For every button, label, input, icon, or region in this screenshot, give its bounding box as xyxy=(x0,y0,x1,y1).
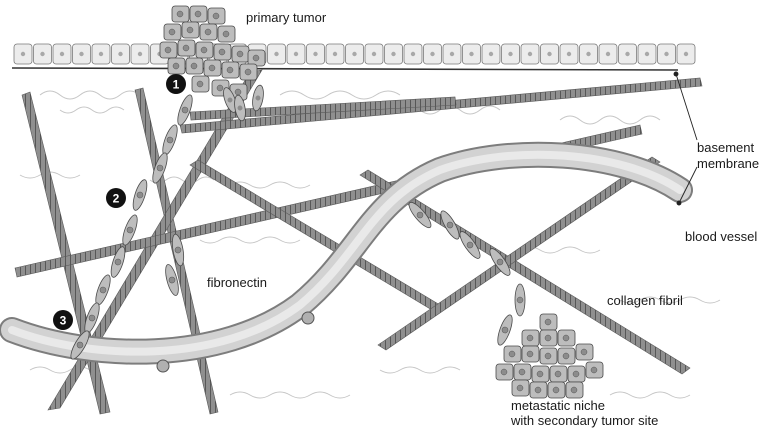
metastatic-niche-label-line2: with secondary tumor site xyxy=(510,413,658,428)
tumor-cell xyxy=(190,6,207,22)
blood-vessel-label: blood vessel xyxy=(685,229,757,244)
secondary-tumor-cell xyxy=(532,366,549,382)
membrane-cell xyxy=(463,44,481,64)
metastatic-niche-label-line1: metastatic niche xyxy=(511,398,605,413)
membrane-cell xyxy=(443,44,461,64)
secondary-tumor-cell xyxy=(512,380,529,396)
collagen-fibril-label: collagen fibril xyxy=(607,293,683,308)
membrane-cell xyxy=(131,44,149,64)
step-2-number: 2 xyxy=(113,192,120,206)
membrane-cell xyxy=(326,44,344,64)
tumor-cell xyxy=(200,24,217,40)
tumor-cell xyxy=(214,44,231,60)
membrane-cell xyxy=(287,44,305,64)
secondary-tumor-cell xyxy=(550,366,567,382)
membrane-cell xyxy=(638,44,656,64)
tumor-cell xyxy=(164,24,181,40)
tumor-cell xyxy=(240,64,257,80)
tumor-cell xyxy=(204,60,221,76)
secondary-tumor-cell xyxy=(576,344,593,360)
membrane-line xyxy=(12,68,678,70)
membrane-cell xyxy=(560,44,578,64)
membrane-cell xyxy=(619,44,637,64)
tumor-cell xyxy=(196,42,213,58)
membrane-cell xyxy=(365,44,383,64)
step-3-number: 3 xyxy=(60,314,67,328)
migrating-cell xyxy=(515,284,525,316)
tumor-cell xyxy=(186,58,203,74)
secondary-tumor-cell xyxy=(540,348,557,364)
membrane-cell xyxy=(346,44,364,64)
secondary-tumor-cell xyxy=(504,346,521,362)
step-1-number: 1 xyxy=(173,78,180,92)
membrane-cell xyxy=(53,44,71,64)
membrane-cell xyxy=(424,44,442,64)
secondary-tumor-cell xyxy=(496,364,513,380)
step-badge-1: 1 xyxy=(166,74,186,94)
secondary-tumor-cell xyxy=(568,366,585,382)
secondary-tumor-cell xyxy=(540,330,557,346)
tumor-cell xyxy=(160,42,177,58)
secondary-tumor-cell xyxy=(566,382,583,398)
membrane-cell xyxy=(521,44,539,64)
secondary-tumor-cell xyxy=(548,382,565,398)
membrane-cell xyxy=(307,44,325,64)
membrane-cell xyxy=(385,44,403,64)
membrane-cell xyxy=(580,44,598,64)
secondary-tumor-cluster xyxy=(496,314,603,398)
tumor-cell xyxy=(232,46,249,62)
secondary-tumor-cell xyxy=(558,348,575,364)
step-badge-3: 3 xyxy=(53,310,73,330)
migrating-cell xyxy=(130,178,149,212)
migrating-cell xyxy=(495,313,515,346)
membrane-cell xyxy=(677,44,695,64)
tumor-cell xyxy=(208,8,225,24)
membrane-cell xyxy=(14,44,32,64)
membrane-cell xyxy=(268,44,286,64)
basement-membrane-label-line1: basement xyxy=(697,140,754,155)
membrane-cell xyxy=(112,44,130,64)
basement-membrane xyxy=(12,44,695,70)
tumor-cell xyxy=(182,22,199,38)
membrane-cell xyxy=(92,44,110,64)
secondary-tumor-cell xyxy=(540,314,557,330)
secondary-tumor-cell xyxy=(514,364,531,380)
tumor-cell xyxy=(192,76,209,92)
migrating-cell xyxy=(93,273,113,306)
membrane-cell xyxy=(73,44,91,64)
membrane-cell xyxy=(502,44,520,64)
tumor-cell xyxy=(178,40,195,56)
fibronectin-label: fibronectin xyxy=(207,275,267,290)
secondary-tumor-cell xyxy=(522,346,539,362)
migrating-cell xyxy=(160,123,180,156)
step-badge-2: 2 xyxy=(106,188,126,208)
secondary-tumor-cell xyxy=(586,362,603,378)
tumor-cell xyxy=(168,58,185,74)
membrane-cell xyxy=(404,44,422,64)
membrane-cell xyxy=(34,44,52,64)
secondary-tumor-cell xyxy=(558,330,575,346)
tumor-cell xyxy=(218,26,235,42)
basement-membrane-label-line2: membrane xyxy=(697,156,759,171)
primary-tumor-label: primary tumor xyxy=(246,10,327,25)
membrane-cell xyxy=(482,44,500,64)
membrane-cell xyxy=(541,44,559,64)
secondary-tumor-cell xyxy=(530,382,547,398)
tumor-cell xyxy=(172,6,189,22)
migrating-cell xyxy=(175,93,195,126)
membrane-cell xyxy=(658,44,676,64)
secondary-tumor-cell xyxy=(522,330,539,346)
membrane-cell xyxy=(599,44,617,64)
tumor-cell xyxy=(222,62,239,78)
